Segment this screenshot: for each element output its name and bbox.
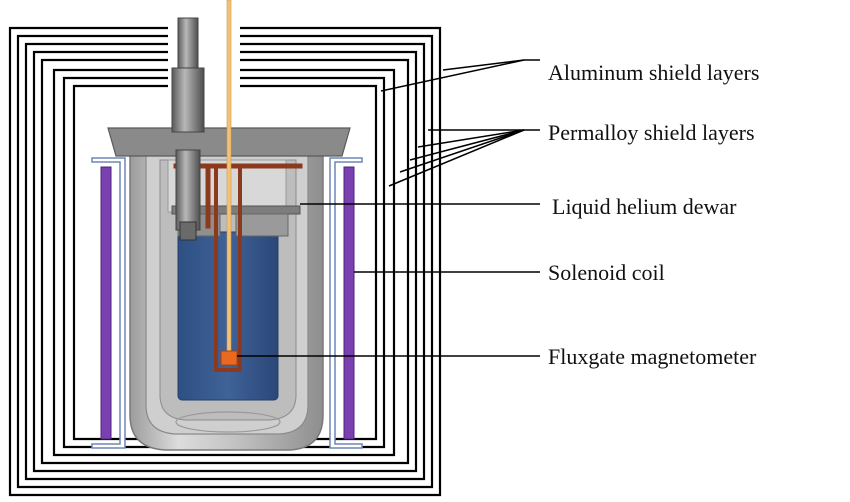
label-fluxgate-magnetometer: Fluxgate magnetometer xyxy=(548,344,757,369)
leader-aluminum-2 xyxy=(380,59,525,92)
shield-layer-1 xyxy=(8,26,442,497)
shield-layer-6 xyxy=(52,68,396,457)
label-solenoid-coil: Solenoid coil xyxy=(548,260,665,285)
fluxgate-sensor xyxy=(220,350,238,366)
leader-permalloy-4 xyxy=(399,129,525,173)
leader-lines xyxy=(237,59,540,357)
leader-permalloy-2 xyxy=(417,129,525,148)
label-permalloy-shield: Permalloy shield layers xyxy=(548,120,755,145)
liquid-helium-dewar xyxy=(129,137,324,451)
solenoid-coil-right xyxy=(329,157,363,449)
leader-permalloy-5 xyxy=(388,129,525,187)
shield-layer-2 xyxy=(16,34,434,489)
label-helium-dewar: Liquid helium dewar xyxy=(552,194,737,219)
shield-layer-4 xyxy=(32,50,418,473)
shield-layers xyxy=(8,26,442,497)
central-stem xyxy=(171,17,205,241)
shield-layer-5 xyxy=(40,58,410,465)
label-aluminum-shield: Aluminum shield layers xyxy=(548,60,759,85)
probe-rod xyxy=(226,0,232,357)
leader-aluminum-1 xyxy=(442,59,540,71)
solenoid-coil-left xyxy=(91,157,126,449)
shield-layer-3 xyxy=(24,42,426,481)
leader-permalloy-3 xyxy=(409,129,525,161)
